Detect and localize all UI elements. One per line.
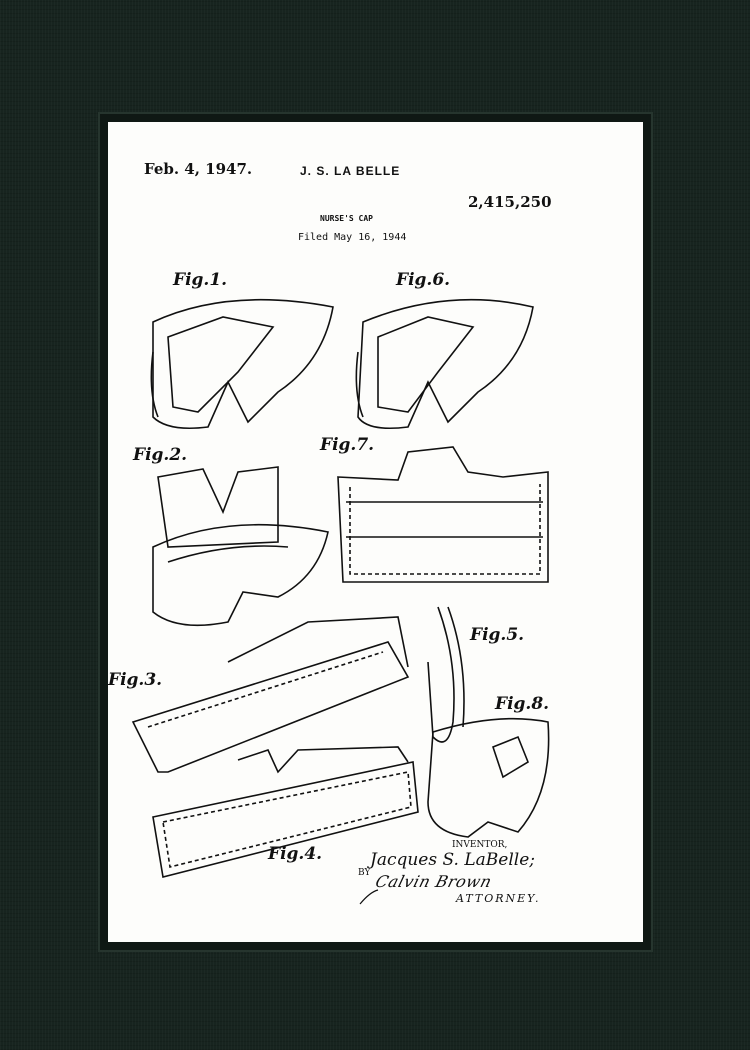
fig-2-drawing	[152, 466, 329, 627]
patent-date: Feb. 4, 1947.	[144, 160, 253, 178]
patent-title: NURSE'S CAP	[320, 214, 373, 223]
fig-5-label: Fig.5.	[470, 625, 525, 645]
fig-7-drawing	[337, 446, 549, 583]
by-label: BY	[358, 868, 371, 878]
fig-3-drawing	[131, 616, 410, 773]
inventor-name: J. S. LA BELLE	[300, 164, 401, 178]
fig-4-label: Fig.4.	[268, 844, 323, 864]
fig-6-label: Fig.6.	[396, 270, 451, 290]
fig-8-label: Fig.8.	[495, 694, 550, 714]
attorney-signature-flourish	[359, 889, 379, 905]
inventor-signature: Jacques S. LaBelle;	[370, 850, 535, 870]
patent-drawings	[131, 298, 550, 905]
attorney-signature: Calvin Brown	[373, 872, 495, 891]
fig-5-drawing	[427, 606, 465, 743]
patent-sheet: Feb. 4, 1947. J. S. LA BELLE 2,415,250 N…	[108, 122, 643, 942]
fig-7-label: Fig.7.	[320, 435, 375, 455]
fig-8-drawing	[427, 717, 550, 838]
fig-3-label: Fig.3.	[108, 670, 163, 690]
fig-1-drawing	[150, 298, 334, 430]
attorney-label: ATTORNEY.	[456, 892, 541, 905]
fig-1-label: Fig.1.	[173, 270, 228, 290]
fig-2-label: Fig.2.	[133, 445, 188, 465]
patent-number: 2,415,250	[468, 193, 552, 211]
fig-4-drawing	[152, 746, 419, 878]
fig-6-drawing	[355, 298, 534, 430]
inventor-label: INVENTOR,	[452, 840, 508, 850]
filed-date: Filed May 16, 1944	[298, 232, 407, 243]
